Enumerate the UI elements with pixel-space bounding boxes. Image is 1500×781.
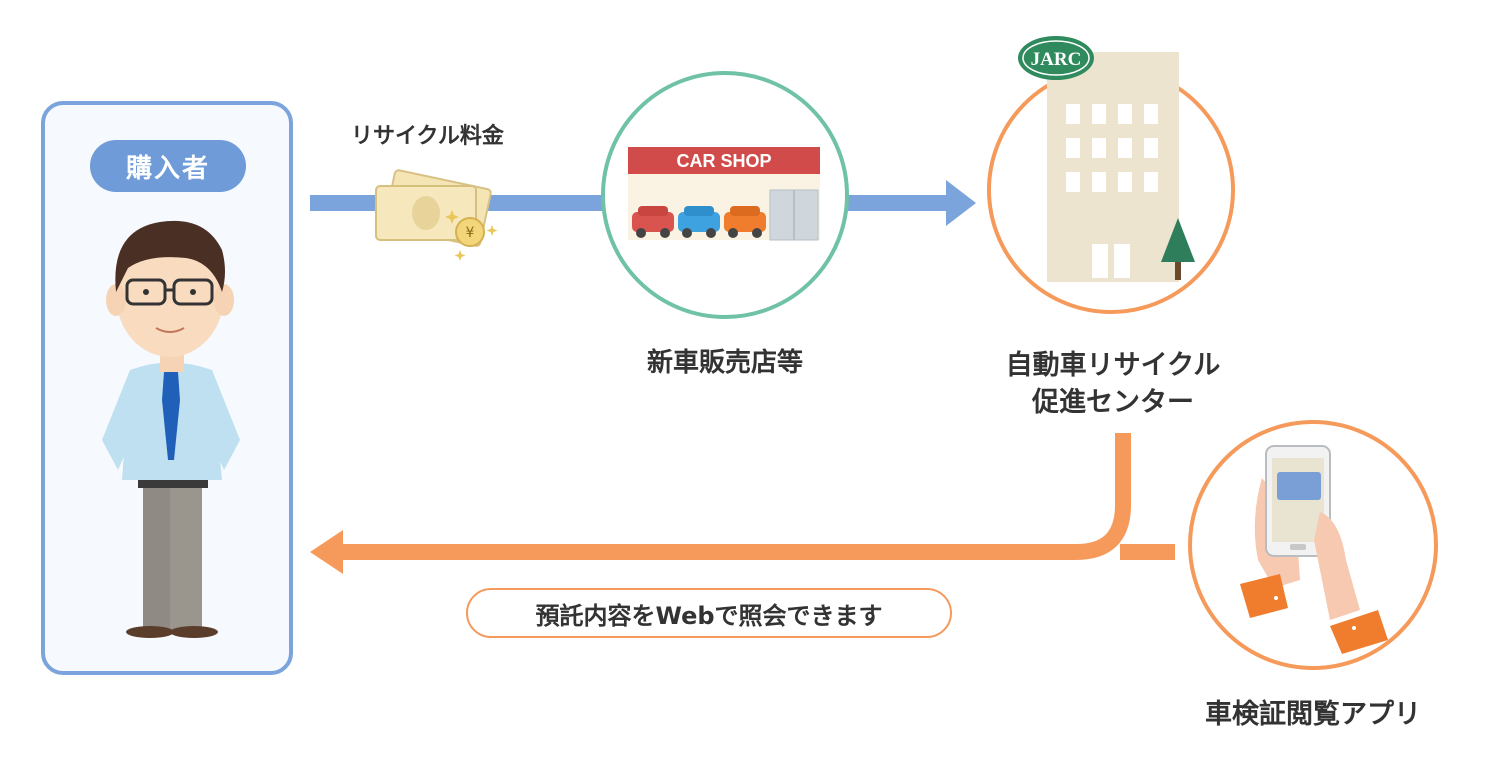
center-label-line2: 促進センター (1032, 387, 1194, 418)
fee-label: リサイクル料金 (351, 124, 504, 149)
buyer-label: 購入者 (90, 140, 246, 192)
phone-app-icon (1188, 420, 1438, 670)
web-inquiry-label: 預託内容をWebで照会できます (466, 588, 952, 638)
center-label-line1: 自動車リサイクル (1005, 350, 1221, 381)
car-shop-icon (601, 71, 849, 319)
shop-label: 新車販売店等 (646, 348, 803, 378)
car-shop-sign: CAR SHOP (676, 151, 771, 171)
money-icon: ¥ (375, 169, 498, 261)
recycling-center-icon (987, 36, 1235, 314)
svg-text:¥: ¥ (466, 225, 475, 241)
jarc-logo: JARC (1031, 49, 1082, 70)
return-arrow (310, 433, 1175, 574)
buyer-person-illustration (102, 220, 240, 638)
app-label: 車検証閲覧アプリ (1205, 699, 1421, 730)
